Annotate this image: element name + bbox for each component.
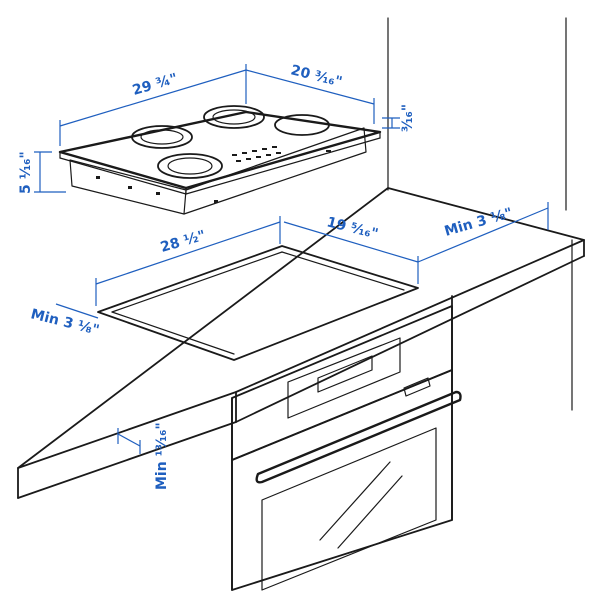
countertop (17, 187, 585, 499)
dimension-lines (34, 64, 549, 454)
min-front-clearance-label: Min 3 ⅛" (29, 306, 101, 338)
cooktop-width-label: 29 ¾" (131, 71, 180, 99)
cooktop (58, 105, 382, 215)
wall (387, 17, 573, 411)
oven (231, 295, 462, 591)
cooktop-height-label: 5 ¹⁄₁₆" (18, 151, 34, 194)
cooktop-depth-label: 20 ³⁄₁₆" (289, 62, 344, 90)
cutout-depth-label: 19 ⁵⁄₁₆" (325, 214, 380, 242)
min-counter-thickness-label: Min ¹³⁄₁₆" (154, 422, 170, 490)
cutout (97, 245, 419, 361)
min-back-clearance-label: Min 3 ⅛" (443, 205, 515, 240)
cutout-width-label: 28 ½" (159, 228, 208, 256)
glass-thickness-label: ³⁄₁₆" (400, 104, 416, 132)
